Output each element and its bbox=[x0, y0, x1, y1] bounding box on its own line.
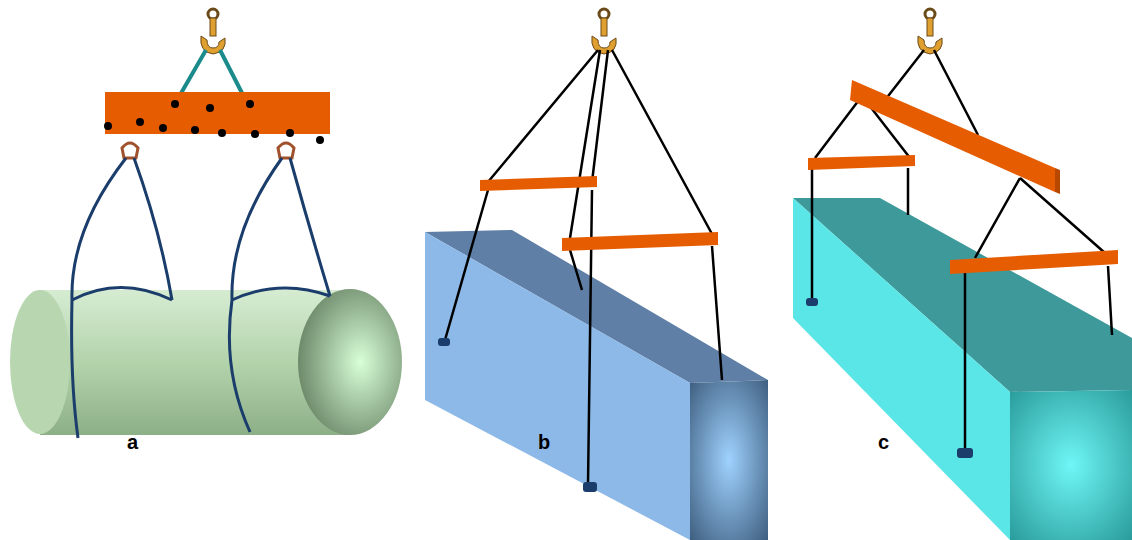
panel-label: c bbox=[878, 432, 889, 452]
panel-label: a bbox=[127, 432, 138, 452]
panel-label: b bbox=[538, 432, 550, 452]
